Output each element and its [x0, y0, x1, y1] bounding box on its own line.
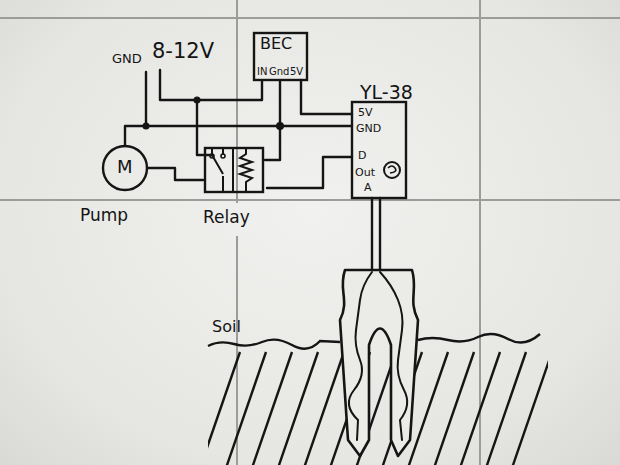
pump-motor: M Pump — [80, 144, 147, 226]
relay-contact — [221, 154, 225, 158]
pin-name: GND — [356, 123, 381, 135]
relay-outline — [205, 148, 263, 192]
module-name: BEC — [260, 35, 292, 53]
relay: Relay — [203, 146, 267, 234]
soil-label: Soil — [212, 318, 241, 336]
relay-divider — [232, 148, 234, 192]
probe-wire — [371, 198, 373, 272]
part-name: Relay — [203, 208, 250, 227]
bec-ground-wire — [265, 81, 280, 160]
soil-hatching — [208, 352, 548, 465]
probe-wire — [379, 198, 381, 272]
supply-voltage: 8-12V — [152, 40, 214, 63]
module-outline — [352, 102, 406, 198]
soil-probe — [340, 270, 418, 456]
bec-module: BEC INGnd5V — [254, 33, 307, 80]
wire-connector — [147, 168, 203, 180]
pin-name: Gnd — [269, 66, 289, 77]
pin-name: D — [358, 150, 366, 162]
pump-wire — [125, 126, 146, 146]
wires — [125, 70, 380, 272]
module-outline — [254, 33, 307, 80]
part-name: Pump — [80, 206, 128, 225]
led-symbol — [384, 162, 400, 178]
led-symbol — [388, 166, 396, 173]
wire-connector — [267, 157, 352, 188]
wire-connector — [301, 80, 352, 114]
motor-outline — [103, 146, 147, 190]
supply-terminal: GND — [112, 52, 142, 66]
sensor-module: YL-38 5V GND D OutA — [352, 82, 424, 198]
relay-contact — [210, 154, 214, 158]
relay-supply-wire — [197, 100, 212, 155]
pin-name: 5V — [358, 107, 373, 119]
module-name: YL-38 — [360, 82, 413, 103]
probe-traces — [349, 272, 407, 440]
relay-coil — [240, 148, 252, 192]
soil-surface — [208, 334, 540, 349]
motor-symbol-letter: M — [117, 157, 133, 177]
pin-name: Out — [355, 167, 375, 179]
junction-dots — [143, 97, 285, 131]
pin-name: A — [364, 182, 372, 194]
pin-name: IN — [257, 66, 267, 77]
pin-name: 5V — [290, 66, 303, 77]
supply-wire — [160, 70, 262, 100]
